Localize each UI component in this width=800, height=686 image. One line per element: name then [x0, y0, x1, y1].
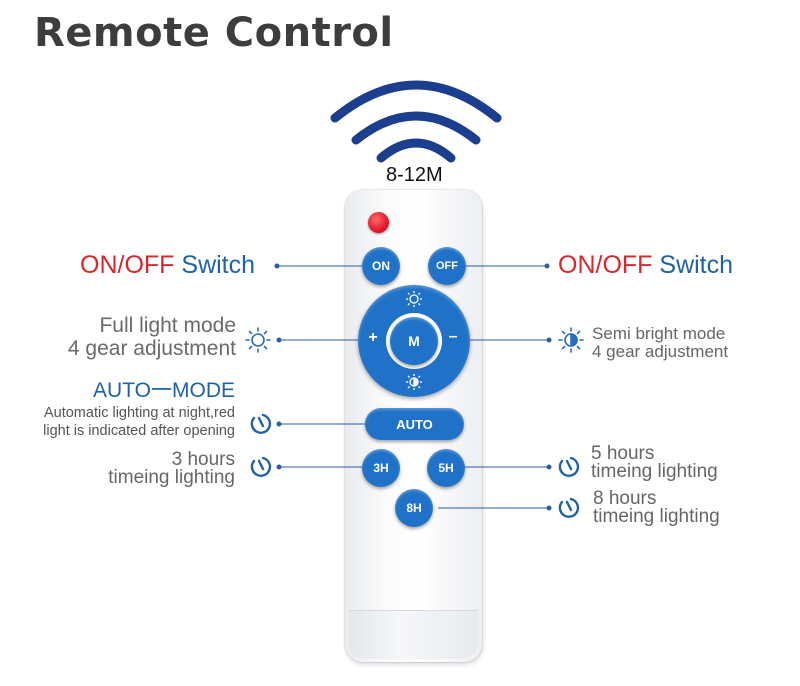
five-hours-label: 5 hours timeing lighting [591, 443, 718, 482]
timer-icon [250, 456, 272, 477]
three-hours-line1: 3 hours [171, 449, 235, 470]
switch-text: Switch [181, 251, 256, 279]
timer-icon [558, 497, 580, 518]
on-button[interactable]: ON [362, 247, 400, 285]
switch-text: Switch [659, 251, 734, 279]
auto-mode-title: AUTO一MODE [93, 379, 235, 402]
full-light-line2: 4 gear adjustment [67, 337, 236, 360]
plus-button[interactable]: + [368, 329, 378, 346]
mode-button[interactable]: M [390, 317, 438, 365]
off-button[interactable]: OFF [428, 247, 466, 285]
eight-hours-line2: timeing lighting [593, 506, 720, 527]
range-label: 8-12M [386, 164, 443, 186]
eight-hours-label: 8 hours timeing lighting [593, 488, 720, 527]
five-hours-line1: 5 hours [591, 443, 655, 464]
three-hours-label: 3 hours timeing lighting [108, 449, 235, 488]
minus-button[interactable]: – [448, 328, 458, 345]
three-hours-line2: timeing lighting [108, 467, 235, 488]
auto-mode-label: AUTO一MODE Automatic lighting at night,re… [43, 378, 235, 440]
indicator-light [368, 212, 389, 233]
on-off-switch-label-right: ON/OFF Switch [558, 251, 733, 280]
auto-mode-line2: light is indicated after opening [43, 423, 235, 439]
bright-up-icon [406, 291, 422, 307]
full-light-label: Full light mode 4 gear adjustment [68, 314, 236, 360]
auto-button[interactable]: AUTO [365, 408, 464, 440]
eight-hours-line1: 8 hours [593, 488, 657, 509]
page-title: Remote Control [34, 10, 394, 56]
remote-battery-cover [349, 610, 478, 659]
on-off-text: ON/OFF [80, 251, 175, 279]
semi-bright-line2: 4 gear adjustment [592, 342, 729, 361]
timer-icon [558, 456, 580, 477]
on-off-text: ON/OFF [558, 251, 653, 279]
five-hour-button[interactable]: 5H [427, 449, 465, 487]
eight-hour-button[interactable]: 8H [395, 489, 433, 527]
on-off-switch-label-left: ON/OFF Switch [80, 251, 255, 280]
timer-icon [250, 413, 272, 434]
three-hour-button[interactable]: 3H [362, 449, 400, 487]
semi-bright-label: Semi bright mode 4 gear adjustment [592, 325, 728, 361]
five-hours-line2: timeing lighting [591, 461, 718, 482]
auto-mode-line1: Automatic lighting at night,red [43, 405, 235, 421]
bright-down-icon [406, 374, 422, 390]
semi-bright-line1: Semi bright mode [592, 324, 726, 343]
full-light-line1: Full light mode [99, 314, 236, 337]
